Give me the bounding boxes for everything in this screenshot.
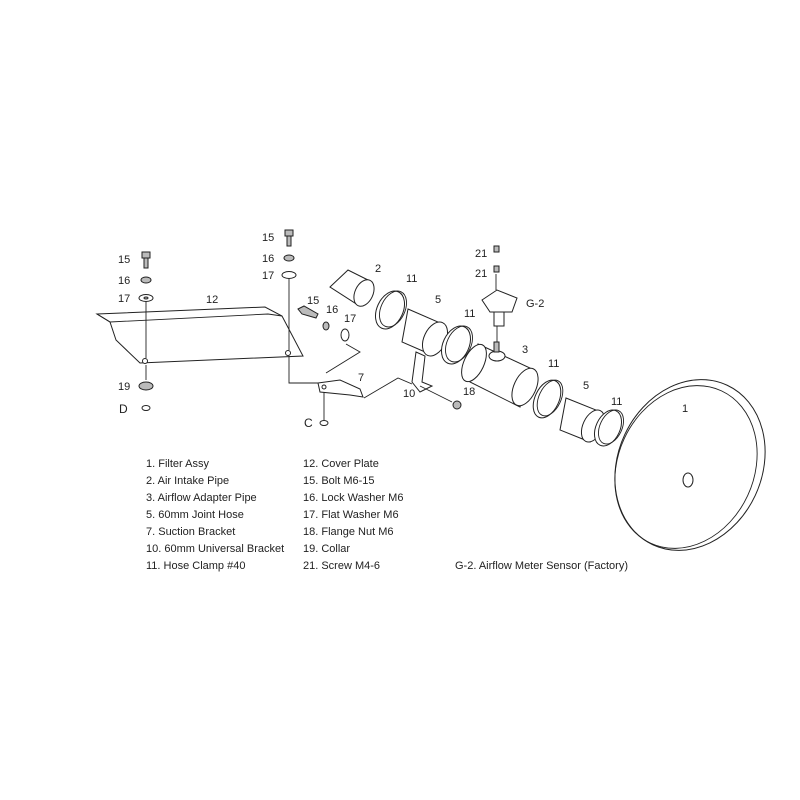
callout-7: 7 bbox=[358, 372, 364, 384]
mid-fastener-stack bbox=[281, 229, 322, 384]
callout-15: 15 bbox=[118, 254, 130, 266]
callout-11: 11 bbox=[611, 396, 622, 408]
callout-5: 5 bbox=[583, 380, 589, 392]
hose-clamp-d bbox=[593, 409, 624, 447]
legend-column-1: 1. Filter Assy 2. Air Intake Pipe 3. Air… bbox=[146, 456, 284, 575]
legend-item: 18. Flange Nut M6 bbox=[303, 526, 394, 538]
callout-18: 18 bbox=[463, 386, 475, 398]
callout-5: 5 bbox=[435, 294, 441, 306]
callout-21: 21 bbox=[475, 248, 487, 260]
side-fasteners bbox=[297, 305, 350, 342]
callout-17: 17 bbox=[262, 270, 274, 282]
legend-item: G-2. Airflow Meter Sensor (Factory) bbox=[455, 560, 628, 572]
callout-17: 17 bbox=[118, 293, 130, 305]
legend-item: 19. Collar bbox=[303, 543, 351, 555]
hose-clamp-b bbox=[440, 325, 473, 365]
airflow-meter-sensor bbox=[481, 245, 518, 342]
legend-item: 7. Suction Bracket bbox=[146, 526, 236, 538]
callout-d: D bbox=[119, 402, 128, 416]
callout-g2: G-2 bbox=[526, 298, 544, 310]
legend-item: 17. Flat Washer M6 bbox=[303, 509, 399, 521]
callout-12: 12 bbox=[206, 294, 218, 306]
callout-11: 11 bbox=[548, 358, 559, 370]
universal-bracket bbox=[411, 351, 462, 410]
callout-16: 16 bbox=[118, 275, 130, 287]
callout-11: 11 bbox=[464, 308, 475, 320]
callout-1: 1 bbox=[682, 403, 688, 415]
hose-clamp-c bbox=[532, 379, 564, 419]
legend-item: 12. Cover Plate bbox=[303, 458, 379, 470]
callout-15: 15 bbox=[307, 295, 319, 307]
callout-c: C bbox=[304, 416, 313, 430]
left-fastener-stack bbox=[138, 251, 154, 411]
hose-clamp-a bbox=[374, 290, 407, 330]
callout-19: 19 bbox=[118, 381, 130, 393]
callout-15: 15 bbox=[262, 232, 274, 244]
cover-plate bbox=[95, 306, 304, 364]
callout-16: 16 bbox=[262, 253, 274, 265]
callout-3: 3 bbox=[522, 344, 528, 356]
legend-column-2: 12. Cover Plate 15. Bolt M6-15 16. Lock … bbox=[303, 456, 403, 575]
legend-item: 1. Filter Assy bbox=[146, 458, 209, 470]
legend-item: 16. Lock Washer M6 bbox=[303, 492, 404, 504]
filter-assy bbox=[614, 379, 766, 551]
legend-item: 2. Air Intake Pipe bbox=[146, 475, 230, 487]
legend-item: 11. Hose Clamp #40 bbox=[146, 560, 246, 572]
legend-item: 5. 60mm Joint Hose bbox=[146, 509, 244, 521]
suction-bracket bbox=[317, 343, 413, 426]
air-intake-pipe bbox=[329, 269, 375, 307]
callout-2: 2 bbox=[375, 263, 381, 275]
callout-21: 21 bbox=[475, 268, 487, 280]
callout-16: 16 bbox=[326, 304, 338, 316]
legend-column-3: G-2. Airflow Meter Sensor (Factory) bbox=[455, 558, 628, 575]
legend-item: 3. Airflow Adapter Pipe bbox=[146, 492, 257, 504]
callout-11: 11 bbox=[406, 273, 417, 285]
legend-item: 10. 60mm Universal Bracket bbox=[146, 543, 285, 555]
legend-item: 15. Bolt M6-15 bbox=[303, 475, 375, 487]
airflow-adapter-pipe bbox=[461, 341, 539, 408]
callout-10: 10 bbox=[403, 388, 415, 400]
joint-hose-a bbox=[401, 308, 449, 357]
legend-item: 21. Screw M4-6 bbox=[303, 560, 381, 572]
callout-17: 17 bbox=[344, 313, 356, 325]
